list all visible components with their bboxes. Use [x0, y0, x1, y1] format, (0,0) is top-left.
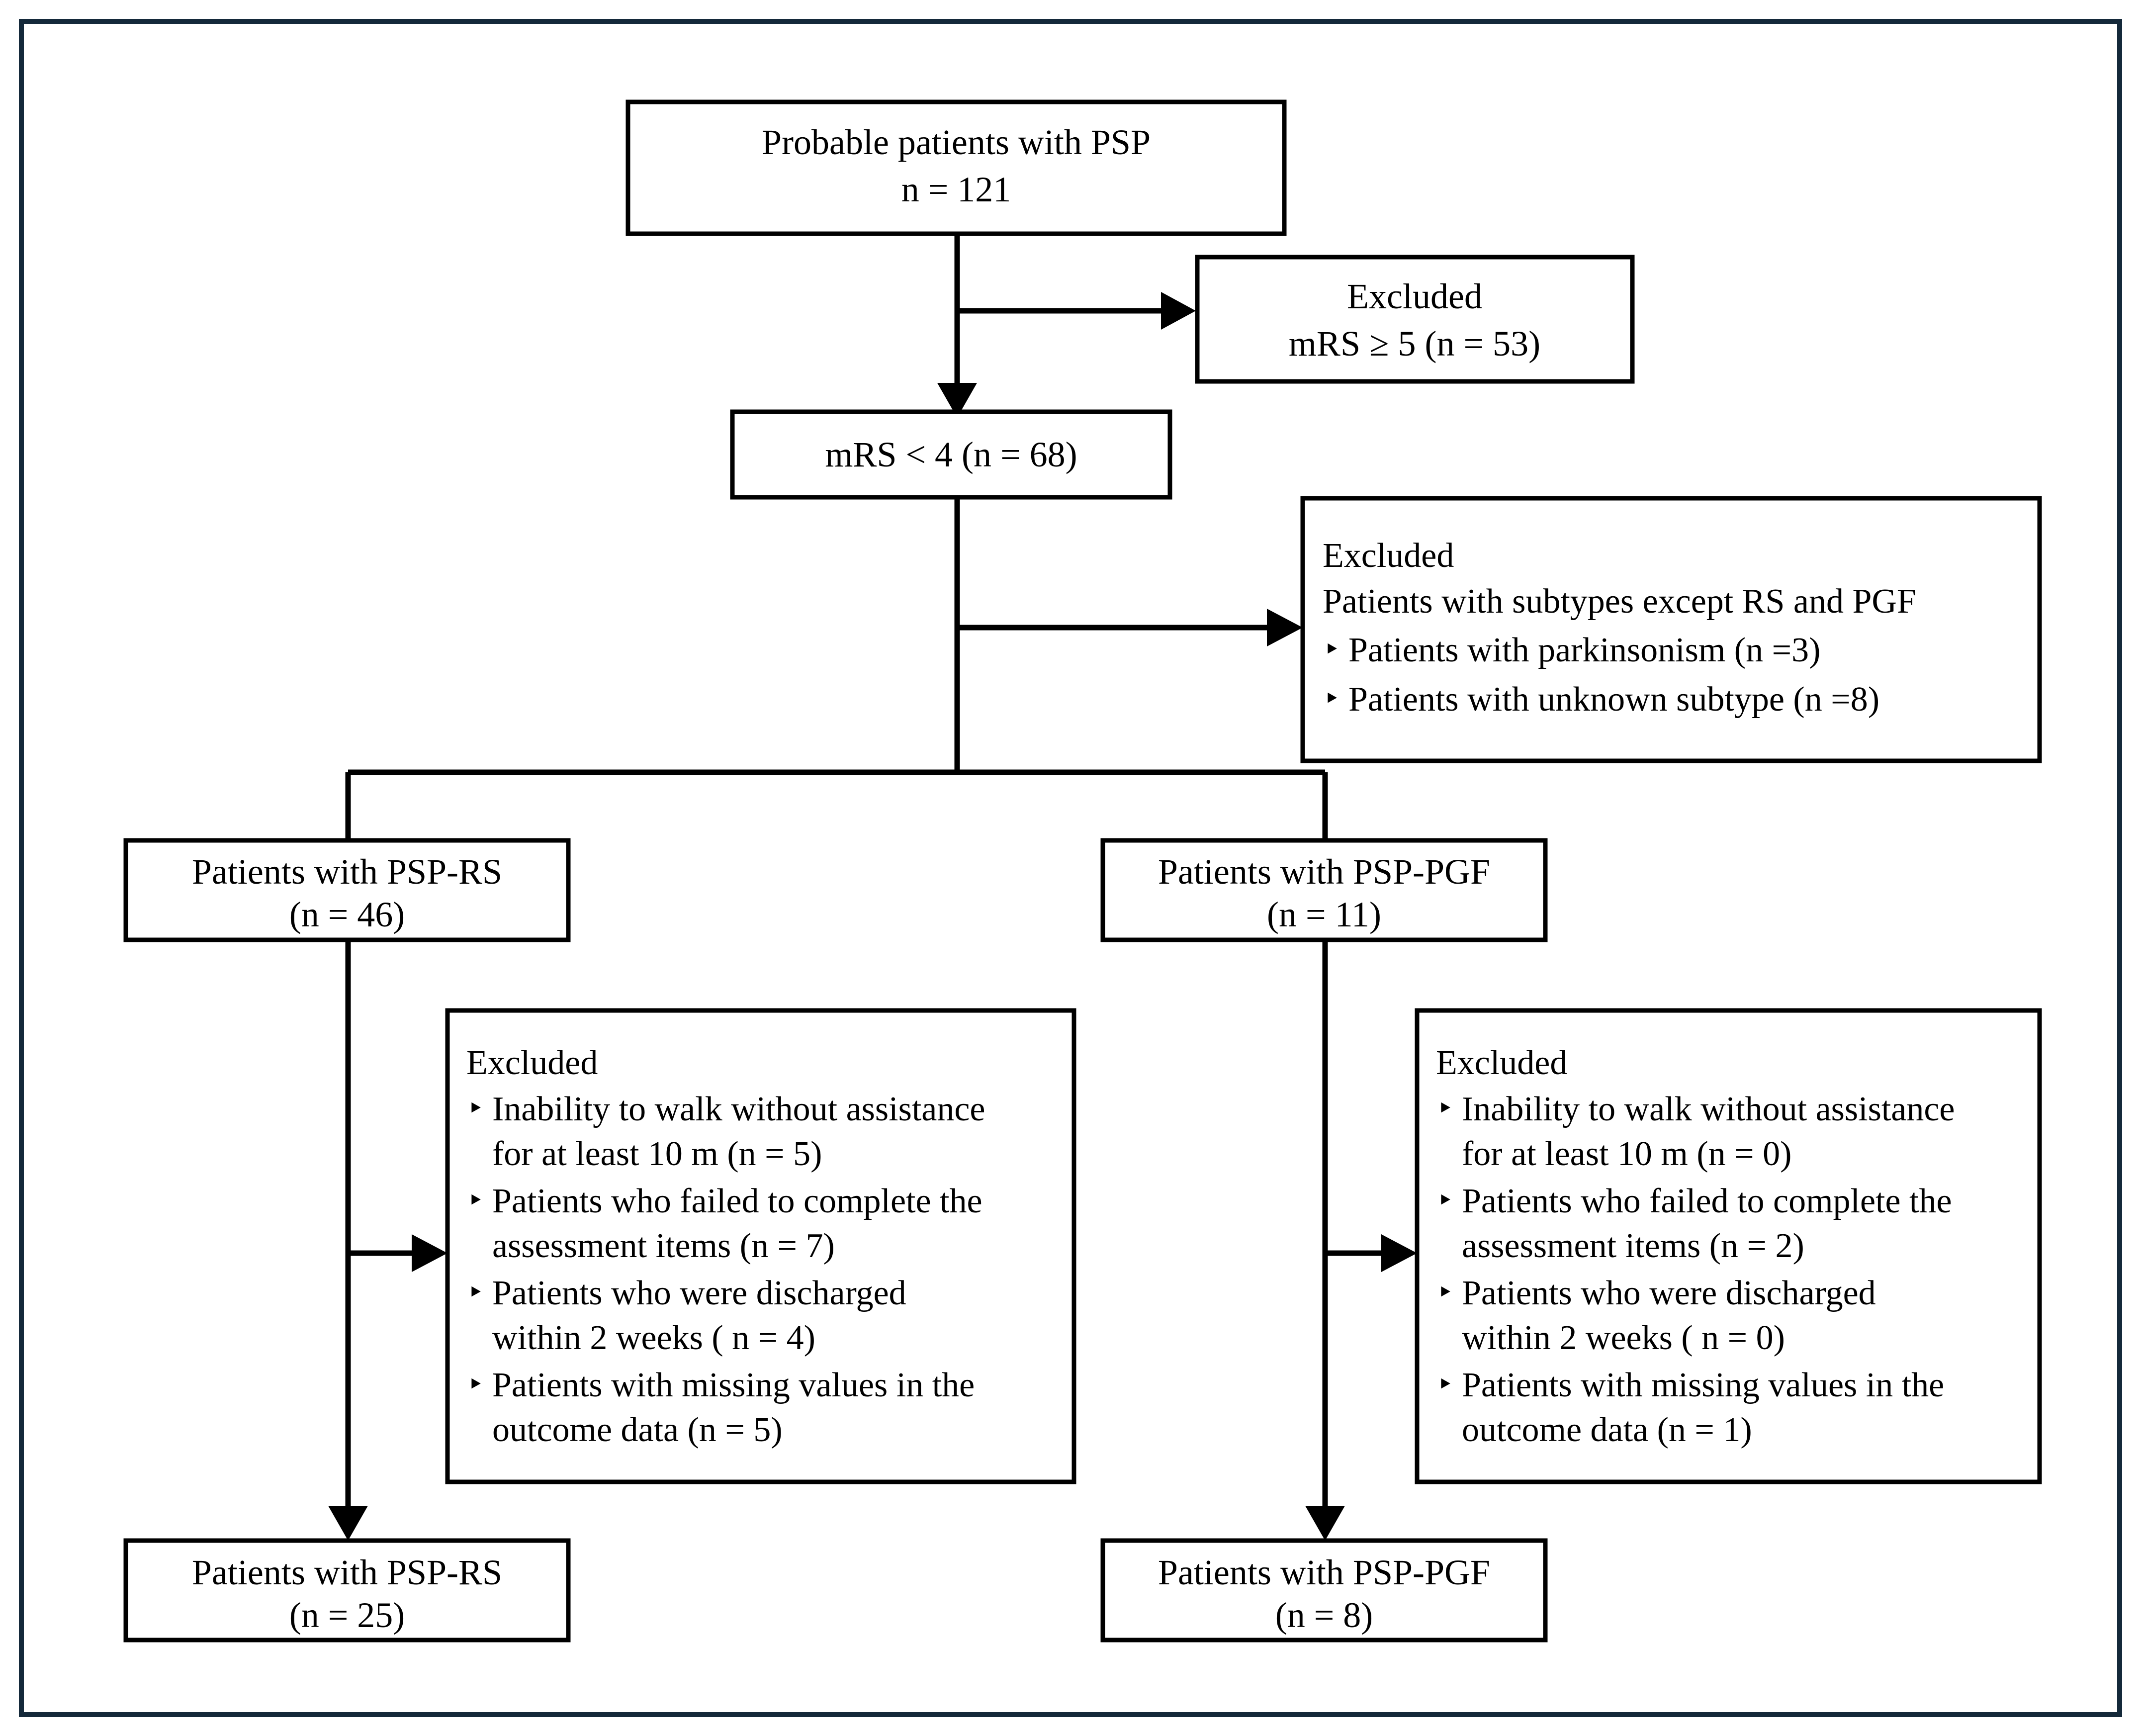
- arrowhead-down-final-pgf: [1305, 1506, 1345, 1541]
- node-excluded-rs-heading: Excluded: [466, 1044, 598, 1082]
- node-excluded-pgf-bullet-4-line-1: Patients with missing values in the: [1462, 1366, 1944, 1404]
- arrowhead-right-excluded-mrs: [1161, 292, 1196, 330]
- node-excluded-pgf-bullet-1-line-2: for at least 10 m (n = 0): [1462, 1135, 1791, 1173]
- node-excluded-subtypes-heading: Excluded: [1323, 537, 1454, 575]
- node-final-psp-rs[interactable]: Patients with PSP-RS (n = 25): [123, 1538, 571, 1643]
- bullet-icon: ‣: [1437, 1186, 1453, 1216]
- node-excluded-pgf-bullet-1-line-1: Inability to walk without assistance: [1462, 1090, 1955, 1128]
- node-final-psp-pgf-box: [1100, 1538, 1548, 1643]
- node-psp-pgf[interactable]: Patients with PSP-PGF (n = 11): [1100, 838, 1548, 942]
- node-psp-rs[interactable]: Patients with PSP-RS (n = 46): [123, 838, 571, 942]
- node-final-psp-rs-line-1: Patients with PSP-RS: [192, 1553, 502, 1592]
- node-excluded-mrs[interactable]: Excluded mRS ≥ 5 (n = 53): [1195, 255, 1635, 384]
- node-excluded-subtypes[interactable]: Excluded Patients with subtypes except R…: [1300, 496, 2042, 763]
- node-excluded-pgf-bullet-2-line-2: assessment items (n = 2): [1462, 1227, 1804, 1265]
- node-final-psp-pgf[interactable]: Patients with PSP-PGF (n = 8): [1100, 1538, 1548, 1643]
- node-excluded-subtypes-subheading: Patients with subtypes except RS and PGF: [1323, 582, 1916, 621]
- node-mrs-lt4-box: [730, 409, 1172, 500]
- arrowhead-down-mrs: [937, 383, 977, 418]
- node-excluded-pgf-bullet-3-line-2: within 2 weeks ( n = 0): [1462, 1319, 1785, 1357]
- bullet-icon: ‣: [467, 1278, 484, 1308]
- node-excluded-subtypes-bullet-1: Patients with parkinsonism (n =3): [1348, 631, 1820, 669]
- node-mrs-lt4-line-1: mRS < 4 (n = 68): [825, 435, 1077, 474]
- arrowhead-right-excluded-rs: [412, 1234, 447, 1272]
- bullet-icon: ‣: [1324, 684, 1340, 715]
- node-excluded-pgf-bullet-2-line-1: Patients who failed to complete the: [1462, 1182, 1952, 1220]
- bullet-icon: ‣: [467, 1370, 484, 1400]
- node-excluded-rs[interactable]: Excluded ‣ Inability to walk without ass…: [445, 1008, 1076, 1484]
- node-source[interactable]: Probable patients with PSP n = 121: [625, 99, 1287, 236]
- node-excluded-mrs-box: [1195, 255, 1635, 384]
- node-excluded-rs-bullet-2-line-2: assessment items (n = 7): [492, 1227, 835, 1265]
- connectors: [328, 234, 1417, 1541]
- bullet-icon: ‣: [467, 1186, 484, 1216]
- node-mrs-lt4[interactable]: mRS < 4 (n = 68): [730, 409, 1172, 500]
- node-excluded-rs-box: [445, 1008, 1076, 1484]
- node-excluded-pgf-heading: Excluded: [1436, 1044, 1567, 1082]
- node-source-box: [625, 99, 1287, 236]
- node-final-psp-rs-box: [123, 1538, 571, 1643]
- node-excluded-rs-bullet-3-line-2: within 2 weeks ( n = 4): [492, 1319, 815, 1357]
- bullet-icon: ‣: [1437, 1094, 1453, 1124]
- node-source-line-1: Probable patients with PSP: [762, 122, 1151, 162]
- node-excluded-rs-bullet-4-line-2: outcome data (n = 5): [492, 1411, 783, 1449]
- node-excluded-subtypes-box: [1300, 496, 2042, 763]
- node-excluded-mrs-line-1: Excluded: [1347, 276, 1482, 316]
- node-excluded-mrs-line-2: mRS ≥ 5 (n = 53): [1289, 324, 1540, 364]
- arrowhead-right-excluded-subtypes: [1267, 609, 1303, 646]
- node-excluded-rs-bullet-1-line-1: Inability to walk without assistance: [492, 1090, 985, 1128]
- node-psp-pgf-line-1: Patients with PSP-PGF: [1158, 852, 1490, 892]
- bullet-icon: ‣: [1437, 1370, 1453, 1400]
- node-final-psp-rs-line-2: (n = 25): [289, 1595, 405, 1635]
- node-psp-rs-line-1: Patients with PSP-RS: [192, 852, 502, 892]
- node-psp-rs-line-2: (n = 46): [289, 895, 405, 934]
- arrowhead-down-final-rs: [328, 1506, 368, 1541]
- node-psp-rs-box: [123, 838, 571, 942]
- node-excluded-pgf-box: [1415, 1008, 2042, 1484]
- node-excluded-rs-bullet-4-line-1: Patients with missing values in the: [492, 1366, 975, 1404]
- bullet-icon: ‣: [467, 1094, 484, 1124]
- node-source-line-2: n = 121: [901, 170, 1011, 209]
- node-excluded-pgf-bullet-3-line-1: Patients who were discharged: [1462, 1274, 1876, 1312]
- bullet-icon: ‣: [1437, 1278, 1453, 1308]
- node-excluded-rs-bullet-2-line-1: Patients who failed to complete the: [492, 1182, 982, 1220]
- node-excluded-subtypes-bullet-2: Patients with unknown subtype (n =8): [1348, 680, 1879, 719]
- node-excluded-rs-bullet-3-line-1: Patients who were discharged: [492, 1274, 906, 1312]
- node-excluded-pgf[interactable]: Excluded ‣ Inability to walk without ass…: [1415, 1008, 2042, 1484]
- node-excluded-pgf-bullet-4-line-2: outcome data (n = 1): [1462, 1411, 1752, 1449]
- node-psp-pgf-box: [1100, 838, 1548, 942]
- node-final-psp-pgf-line-2: (n = 8): [1275, 1595, 1373, 1635]
- bullet-icon: ‣: [1324, 635, 1340, 665]
- node-final-psp-pgf-line-1: Patients with PSP-PGF: [1158, 1553, 1490, 1592]
- arrowhead-right-excluded-pgf: [1381, 1234, 1417, 1272]
- node-psp-pgf-line-2: (n = 11): [1267, 895, 1381, 934]
- node-excluded-rs-bullet-1-line-2: for at least 10 m (n = 5): [492, 1135, 822, 1173]
